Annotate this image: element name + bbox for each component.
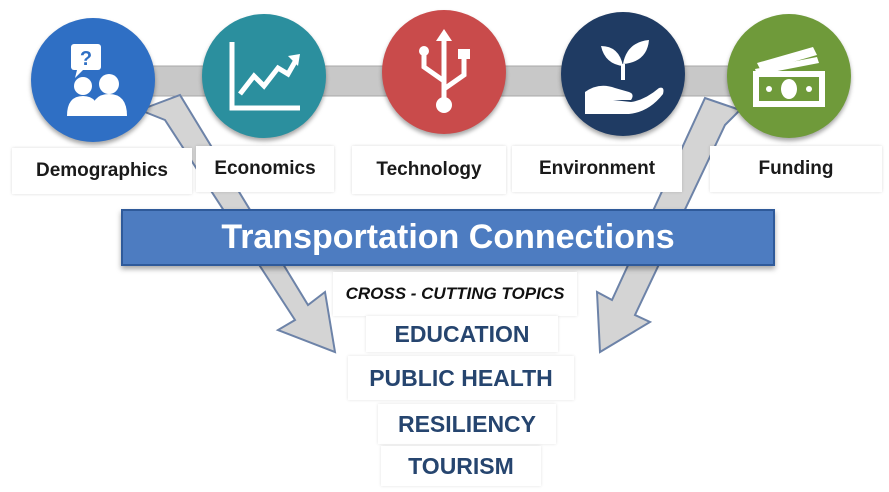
topic-education: EDUCATION (366, 316, 558, 352)
money-bills-icon (753, 47, 825, 107)
label-demographics: Demographics (12, 148, 192, 194)
label-economics: Economics (196, 146, 334, 192)
topic-resiliency: RESILIENCY (378, 404, 556, 444)
usb-trident-icon (419, 29, 470, 113)
topic-tourism: TOURISM (381, 446, 541, 486)
label-technology: Technology (352, 146, 506, 194)
svg-text:?: ? (80, 48, 92, 70)
label-funding: Funding (710, 146, 882, 192)
environment-circle (561, 12, 685, 136)
cross-cutting-heading: CROSS - CUTTING TOPICS (333, 272, 577, 316)
transportation-connections-banner: Transportation Connections (121, 209, 775, 266)
funding-circle (727, 14, 851, 138)
label-environment: Environment (512, 146, 682, 192)
technology-circle (382, 10, 506, 134)
hand-holding-sprout-icon (585, 40, 664, 114)
demographics-circle: ? (31, 18, 155, 142)
demographics-question-people-icon: ? (67, 44, 127, 116)
topic-public-health: PUBLIC HEALTH (348, 356, 574, 400)
economics-circle (202, 14, 326, 138)
rising-line-chart-icon (229, 42, 300, 111)
